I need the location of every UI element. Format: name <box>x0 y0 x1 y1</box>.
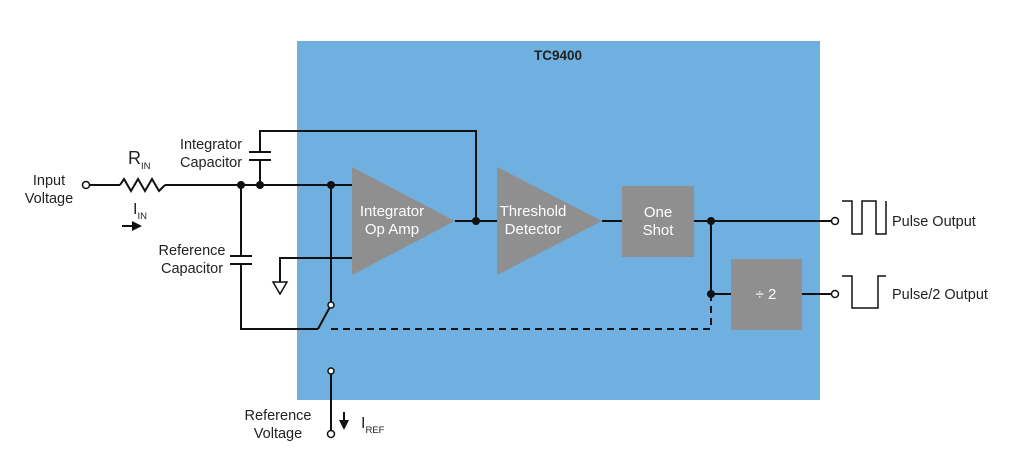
reference-terminal <box>326 429 336 439</box>
reference-terminal-inner <box>327 367 335 375</box>
rin-label: RIN <box>128 148 151 172</box>
integrator-op-amp <box>352 167 455 275</box>
pulse-output-label: Pulse Output <box>892 214 976 230</box>
pulse2-output-terminal <box>830 289 840 299</box>
integrator-label-1: Integrator <box>360 203 424 220</box>
pulse2-output-label: Pulse/2 Output <box>892 287 988 303</box>
switch-contact <box>327 301 335 309</box>
divider-label: ÷ 2 <box>756 286 777 303</box>
junction-dot <box>472 217 480 225</box>
integrator-capacitor-label-1: Integrator <box>180 137 242 153</box>
ground-icon <box>271 281 289 296</box>
threshold-label-1: Threshold <box>500 203 567 220</box>
divide-by-two-block <box>731 259 802 330</box>
pulse-waveform-icon <box>842 200 887 235</box>
junction-dot <box>237 181 245 189</box>
threshold-label-2: Detector <box>505 221 562 238</box>
input-voltage-label-1: Input <box>33 173 65 189</box>
input-voltage-label-2: Voltage <box>25 191 73 207</box>
one-shot-label-2: Shot <box>643 222 675 239</box>
junction-dot <box>327 181 335 189</box>
iin-label: IIN <box>133 201 147 222</box>
iref-label: IREF <box>361 415 385 436</box>
integrator-capacitor-label-2: Capacitor <box>180 155 242 171</box>
chip-title: TC9400 <box>534 48 582 63</box>
threshold-detector <box>497 167 602 275</box>
junction-dot <box>256 181 264 189</box>
input-terminal <box>81 180 91 190</box>
one-shot-block <box>622 186 694 257</box>
reference-voltage-label-1: Reference <box>245 408 312 424</box>
pulse2-waveform-icon <box>842 275 886 309</box>
junction-dot <box>707 290 715 298</box>
one-shot-label-1: One <box>644 204 672 221</box>
junction-dot <box>707 217 715 225</box>
reference-voltage-label-2: Voltage <box>254 426 302 442</box>
reference-capacitor-label-1: Reference <box>159 243 226 259</box>
reference-capacitor-label-2: Capacitor <box>161 261 223 277</box>
integrator-label-2: Op Amp <box>365 221 419 238</box>
pulse-output-terminal <box>830 216 840 226</box>
